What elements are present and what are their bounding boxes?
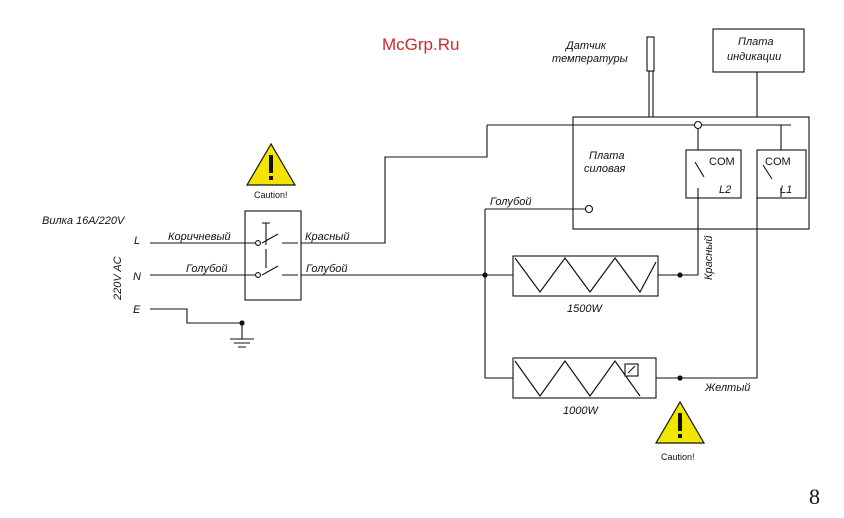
caution-icon-2: [654, 400, 706, 444]
wire-brown-label: Коричневый: [168, 231, 231, 243]
temp-sensor-label-2: температуры: [552, 53, 628, 65]
plug-label: Вилка 16А/220V: [42, 215, 126, 227]
wire-red-out-label: Красный: [305, 231, 349, 243]
power-board-label-1: Плата: [589, 150, 624, 162]
terminal-e-label: E: [133, 304, 141, 316]
relay-l2: [685, 149, 742, 199]
indication-board-label-2: индикации: [727, 51, 781, 63]
wire-yellow-label: Желтый: [704, 382, 750, 394]
wire-red-vertical-label: Красный: [703, 236, 715, 280]
wire-blue-out-label: Голубой: [306, 263, 348, 275]
relay-l2-com-label: COM: [709, 156, 735, 168]
heater-1000w-label: 1000W: [563, 405, 599, 417]
indication-board: [712, 28, 805, 73]
caution-label-2: Caution!: [661, 452, 695, 462]
caution-icon-1: [245, 142, 297, 186]
heater-1500w: [512, 255, 659, 297]
temp-sensor-label-1: Датчик: [564, 40, 607, 52]
relay-l1-label: L1: [780, 184, 792, 196]
watermark: McGrp.Ru: [382, 35, 459, 54]
ground-icon: [230, 320, 254, 348]
terminal-n-label: N: [133, 271, 141, 283]
page-number: 8: [809, 484, 820, 509]
temp-sensor-probe: [646, 36, 655, 72]
power-board-label-2: силовая: [584, 163, 626, 175]
relay-l1-com-label: COM: [765, 156, 791, 168]
wire-blue-top-label: Голубой: [490, 196, 532, 208]
blue-terminal: [584, 204, 594, 214]
relay-l2-label: L2: [719, 184, 731, 196]
caution-label-1: Caution!: [254, 190, 288, 200]
indication-board-label-1: Плата: [738, 36, 773, 48]
terminal-l-label: L: [134, 235, 140, 247]
bus-terminal: [693, 120, 703, 130]
heater-1500w-label: 1500W: [567, 303, 603, 315]
voltage-label: 220V AC: [112, 256, 124, 301]
double-pole-switch: [244, 210, 302, 301]
wire-blue-in-label: Голубой: [186, 263, 228, 275]
